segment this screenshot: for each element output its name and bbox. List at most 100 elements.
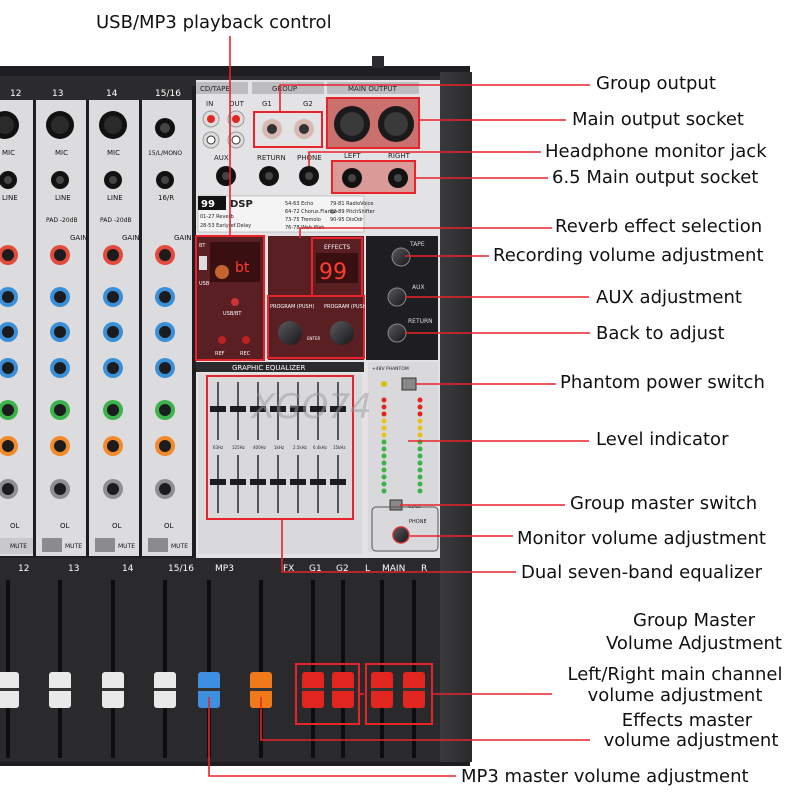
- svg-text:MUTE: MUTE: [65, 543, 82, 550]
- channel-label-13: 13: [52, 89, 63, 99]
- svg-text:15kHz: 15kHz: [333, 445, 346, 450]
- ol-label: OL: [10, 522, 20, 530]
- main-output-label: MAIN OUTPUT: [348, 85, 398, 93]
- meter-led: [381, 425, 387, 431]
- main-xlr-outputs: [334, 106, 414, 142]
- program-knob-left: [278, 321, 302, 345]
- tape-label: TAPE: [409, 241, 425, 248]
- callout-mp3-master: MP3 master volume adjustment: [461, 766, 749, 787]
- svg-text:1kHz: 1kHz: [274, 445, 284, 450]
- svg-text:125Hz: 125Hz: [232, 445, 245, 450]
- callout-main-output-65: 6.5 Main output socket: [552, 167, 759, 188]
- svg-text:OL: OL: [112, 522, 122, 530]
- eq-slider-cap: [290, 479, 306, 485]
- meter-led: [417, 418, 423, 424]
- callout-level-indicator: Level indicator: [596, 429, 729, 450]
- svg-text:PAD -20dB: PAD -20dB: [46, 217, 78, 224]
- channel-label-14: 14: [106, 89, 118, 99]
- svg-text:14: 14: [122, 564, 134, 574]
- level-meter-leds: [381, 397, 423, 494]
- meter-led: [417, 411, 423, 417]
- g1-label: G1: [262, 100, 272, 108]
- svg-text:OL: OL: [164, 522, 174, 530]
- ol-labels: OL OL OL OL: [10, 522, 174, 530]
- eq-title: GRAPHIC EQUALIZER: [232, 364, 305, 372]
- eq-slider-cap: [290, 406, 306, 412]
- fader-labels: 12 13 14 15/16 MP3 FX G1 G2 L MAIN R: [18, 564, 427, 574]
- eq-sliders: [210, 382, 346, 513]
- svg-text:MIC: MIC: [55, 149, 68, 157]
- callout-monitor-volume: Monitor volume adjustment: [517, 528, 766, 549]
- top-section-labels: CD/TAPE GROUP MAIN OUTPUT IN OUT G1 G2 A…: [200, 85, 411, 162]
- in-label: IN: [206, 100, 213, 108]
- fader-section: [0, 558, 440, 762]
- dsp-label: DSP: [230, 199, 253, 210]
- meter-led: [381, 453, 387, 459]
- watermark: XGO74: [250, 387, 372, 427]
- g2-label: G2: [303, 100, 313, 108]
- callout-usb-mp3: USB/MP3 playback control: [96, 12, 332, 33]
- callout-main-output-socket: Main output socket: [572, 109, 744, 130]
- channel-number-labels: 12 13 14 15/16: [10, 89, 181, 99]
- meter-led: [381, 467, 387, 473]
- svg-text:73-75 Tremolo: 73-75 Tremolo: [285, 217, 321, 223]
- group-output-highlight: [253, 111, 323, 148]
- channel-strips: [0, 86, 192, 556]
- line-label: LINE: [2, 194, 18, 202]
- phantom-label: +48V PHANTOM: [372, 366, 409, 372]
- fader-track: [58, 580, 62, 758]
- svg-text:79-81 RadioVoice: 79-81 RadioVoice: [330, 201, 373, 207]
- meter-led: [381, 397, 387, 403]
- eq-slider-cap: [270, 479, 286, 485]
- svg-text:28-53 Earlyref.Delay: 28-53 Earlyref.Delay: [200, 223, 251, 229]
- faders: [0, 580, 425, 758]
- svg-text:63Hz: 63Hz: [213, 445, 223, 450]
- meter-led: [381, 418, 387, 424]
- mute-buttons: [0, 538, 168, 554]
- meter-led: [381, 474, 387, 480]
- usb-label: USB: [199, 281, 210, 287]
- eq-slider-cap: [330, 406, 346, 412]
- callout-phantom-switch: Phantom power switch: [560, 372, 765, 393]
- svg-text:64-72 Chorus.Flange: 64-72 Chorus.Flange: [285, 209, 337, 215]
- svg-text:2.5kHz: 2.5kHz: [293, 445, 307, 450]
- bt-display: bt: [235, 260, 250, 276]
- rear-jacks: [216, 166, 319, 186]
- callout-group-output: Group output: [596, 73, 716, 94]
- callout-dual-eq: Dual seven-band equalizer: [521, 562, 762, 583]
- rca-jacks: [202, 110, 245, 149]
- meter-led: [417, 453, 423, 459]
- pad-label: PAD -20dB: [100, 217, 132, 224]
- return-knob: [387, 323, 407, 343]
- group-output-jacks: [262, 119, 314, 139]
- fader-track: [163, 580, 167, 758]
- effects-display: 99: [319, 260, 347, 285]
- eq-slider-cap: [230, 479, 246, 485]
- svg-text:400Hz: 400Hz: [253, 445, 266, 450]
- tape-knob: [391, 247, 411, 267]
- svg-text:6.4kHz: 6.4kHz: [313, 445, 327, 450]
- channel-knobs: [0, 245, 175, 499]
- ref-label: REF: [215, 351, 225, 357]
- svg-text:01-27 Reverb: 01-27 Reverb: [200, 214, 234, 220]
- out-label: OUT: [229, 100, 245, 108]
- svg-text:PROGRAM (PUSH): PROGRAM (PUSH): [324, 304, 368, 310]
- bt-label: BT: [199, 243, 206, 249]
- meter-led: [381, 439, 387, 445]
- fader-track: [311, 580, 315, 758]
- callout-group-master-switch: Group master switch: [570, 493, 758, 514]
- meter-led: [381, 432, 387, 438]
- svg-text:FX: FX: [283, 564, 294, 574]
- phone-volume-knob: [392, 526, 410, 544]
- meter-led: [417, 474, 423, 480]
- meter-led: [417, 481, 423, 487]
- cd-tape-label: CD/TAPE: [200, 85, 230, 93]
- callout-group-master-volume-line1: Group Master: [633, 610, 755, 631]
- main-65-output-jacks: [342, 168, 408, 188]
- program-push-label: PROGRAM (PUSH): [270, 304, 314, 310]
- meter-led: [381, 446, 387, 452]
- eq-title-bar: [196, 362, 364, 372]
- channel-label-12: 12: [10, 89, 21, 99]
- right-label: RIGHT: [388, 152, 411, 160]
